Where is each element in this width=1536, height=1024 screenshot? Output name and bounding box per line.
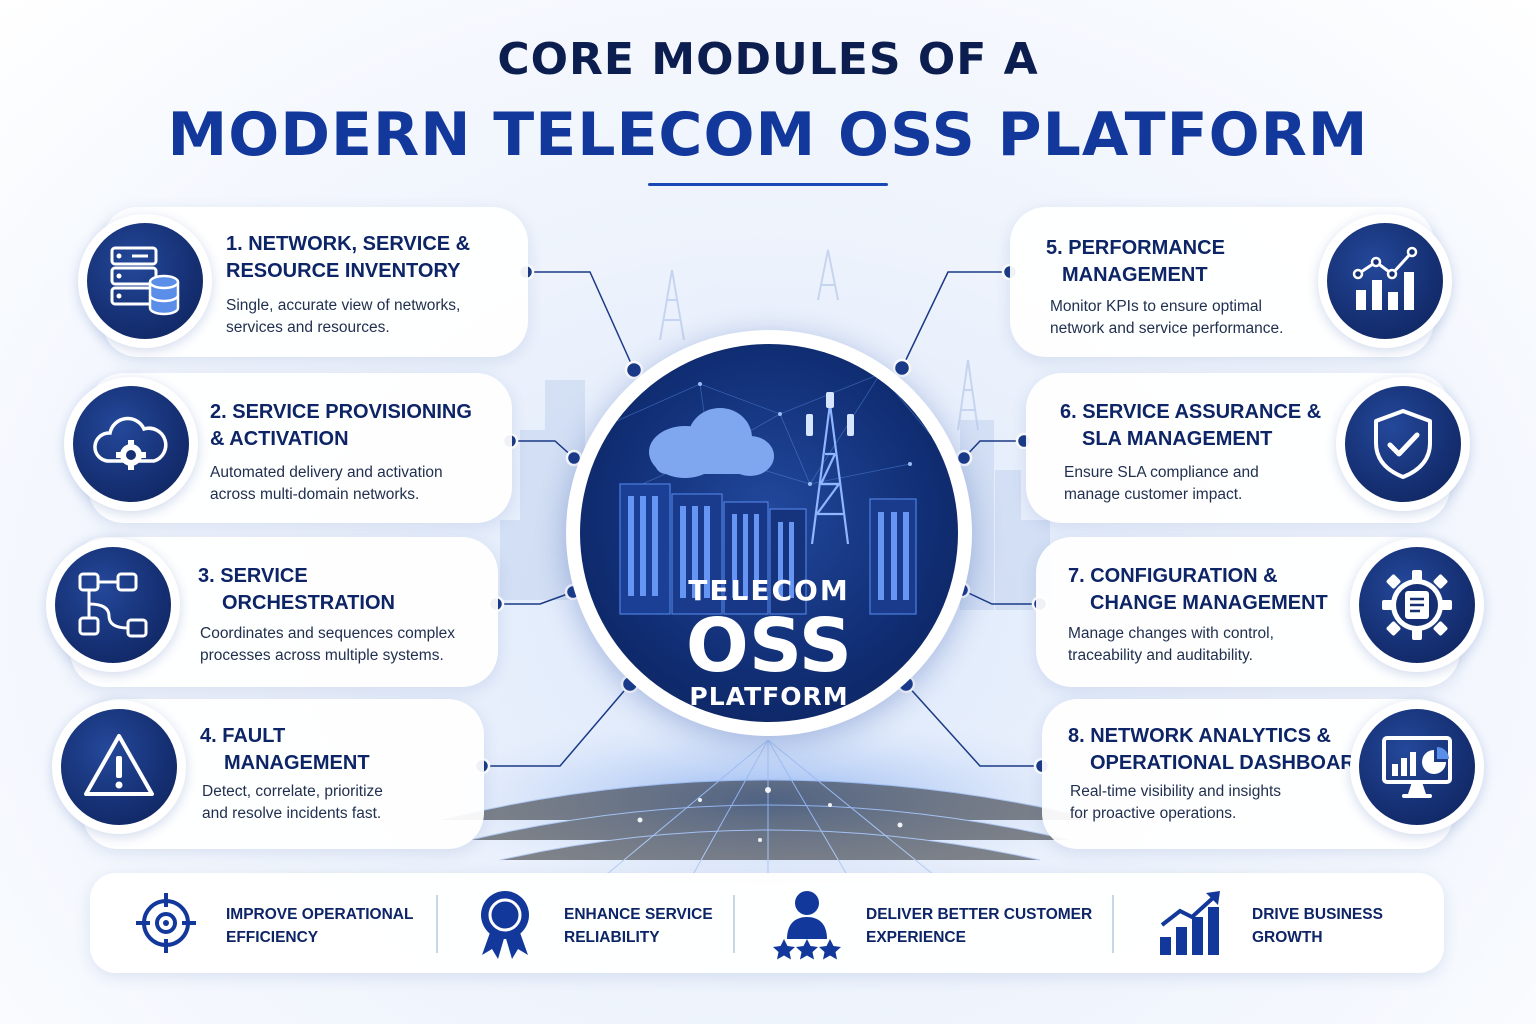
module-icon-orchestration xyxy=(46,538,180,672)
shield-check-icon xyxy=(1374,409,1432,479)
hub-datacenter-art xyxy=(609,372,931,615)
module-description: Single, accurate view of networks,servic… xyxy=(226,297,461,336)
benefit-divider xyxy=(733,895,735,953)
server-database-icon xyxy=(110,246,180,316)
module-icon-analytics xyxy=(1350,700,1484,834)
customer-stars-icon xyxy=(773,891,841,960)
award-ribbon-icon xyxy=(481,891,529,959)
module-icon-provisioning xyxy=(64,377,198,511)
module-icon-inventory xyxy=(78,214,212,348)
module-title: 2. SERVICE PROVISIONING& ACTIVATION xyxy=(210,401,472,450)
module-icon-configuration xyxy=(1350,538,1484,672)
growth-chart-icon xyxy=(1160,891,1220,955)
hub-label-oss: OSS xyxy=(685,603,853,689)
benefit-divider xyxy=(1112,895,1114,953)
module-icon-assurance xyxy=(1336,377,1470,511)
module-icon-performance xyxy=(1318,214,1452,348)
module-title: 1. NETWORK, SERVICE &RESOURCE INVENTORY xyxy=(226,233,471,282)
hub-label-telecom: TELECOM xyxy=(688,574,850,607)
title-main: MODERN TELECOM OSS PLATFORM xyxy=(167,100,1369,170)
target-icon xyxy=(136,893,196,953)
module-icon-fault xyxy=(52,700,186,834)
cloud-gear-icon xyxy=(93,416,168,470)
module-title: 6. SERVICE ASSURANCE &SLA MANAGEMENT xyxy=(1060,401,1322,450)
hub-label-platform: PLATFORM xyxy=(689,682,849,711)
warning-icon xyxy=(84,734,154,796)
monitor-dashboard-icon xyxy=(1382,736,1452,798)
module-title: 8. NETWORK ANALYTICS &OPERATIONAL DASHBO… xyxy=(1068,725,1383,774)
title-divider xyxy=(648,183,888,186)
gear-document-icon xyxy=(1382,570,1452,640)
oss-platform-hub: TELECOM OSS PLATFORM xyxy=(566,330,972,736)
module-title: 7. CONFIGURATION &CHANGE MANAGEMENT xyxy=(1068,565,1328,614)
workflow-icon xyxy=(78,572,148,638)
title-top: CORE MODULES OF A xyxy=(497,34,1039,85)
performance-chart-icon xyxy=(1352,246,1418,310)
benefit-divider xyxy=(436,895,438,953)
hub-cloud xyxy=(649,408,774,478)
module-description: Manage changes with control,traceability… xyxy=(1068,625,1274,664)
hub-inner: TELECOM OSS PLATFORM xyxy=(580,344,958,722)
